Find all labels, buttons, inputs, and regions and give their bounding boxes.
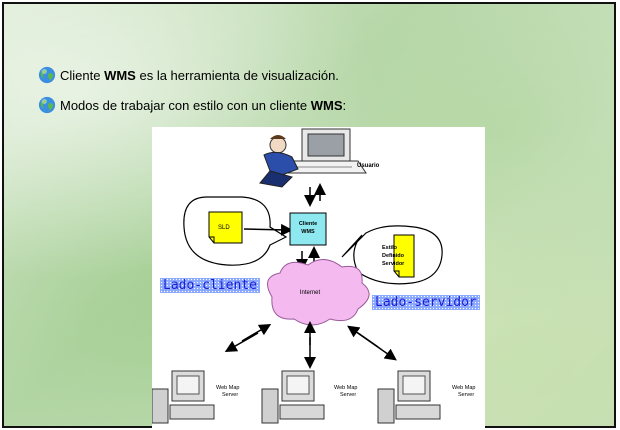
user-client-arrows <box>304 183 326 207</box>
cliente-label-2: WMS <box>301 229 315 235</box>
bullet-text-post: es la herramienta de visualización. <box>135 67 339 83</box>
server-1-label-1: Web Map <box>216 385 239 391</box>
web-map-server-3 <box>377 370 441 424</box>
globe-icon <box>38 66 56 84</box>
bullet-text-bold: WMS <box>104 67 136 83</box>
user-computer-icon <box>259 128 367 188</box>
internet-label: Internet <box>300 290 321 296</box>
server-3-label-1: Web Map <box>452 385 475 391</box>
usuario-label: Usuario <box>357 163 380 169</box>
bullet-text-pre: Cliente <box>60 67 105 83</box>
server-1-label-2: Server <box>222 392 238 398</box>
estilo-document-icon <box>393 234 415 278</box>
estilo-label-2: Definido <box>382 253 405 259</box>
cliente-wms-box <box>289 212 327 246</box>
estilo-label-1: Estilo <box>382 245 398 251</box>
globe-icon <box>38 96 56 114</box>
wms-architecture-diagram: Usuario SLD Cliente WMS <box>152 127 485 430</box>
diagram-canvas: Usuario SLD Cliente WMS <box>152 128 475 424</box>
lado-cliente-label: Lado-cliente <box>160 278 260 293</box>
server-3-label-2: Server <box>458 392 474 398</box>
web-map-server-1 <box>152 370 215 424</box>
server-2-label-2: Server <box>340 392 356 398</box>
bullet-item-2: Modos de trabajar con estilo con un clie… <box>38 96 346 114</box>
sld-arrow <box>243 223 293 236</box>
web-map-server-2 <box>261 370 325 424</box>
server-arrows <box>224 321 397 369</box>
server-2-label-1: Web Map <box>334 385 357 391</box>
bullet-text-bold: WMS <box>310 97 343 113</box>
bullet-text-post: : <box>342 97 347 113</box>
estilo-label-3: Servidor <box>382 261 405 267</box>
lado-servidor-label: Lado-servidor <box>372 295 480 310</box>
cliente-label-1: Cliente <box>299 221 317 227</box>
bullet-text-pre: Modos de trabajar con estilo con un clie… <box>60 97 311 113</box>
sld-label: SLD <box>218 225 230 231</box>
bullet-item-1: Cliente WMS es la herramienta de visuali… <box>38 66 339 84</box>
sld-document-icon <box>208 211 243 244</box>
